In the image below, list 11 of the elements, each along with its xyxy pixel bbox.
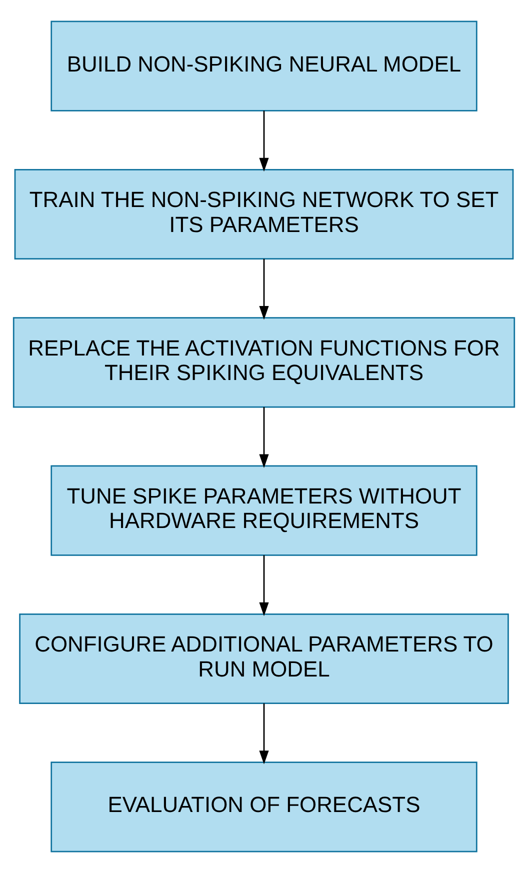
- arrow: [259, 406, 269, 468]
- node-box: EVALUATION OF FORECASTS: [50, 761, 478, 852]
- arrow: [259, 110, 269, 172]
- node-box: BUILD NON-SPIKING NEURAL MODEL: [50, 20, 478, 111]
- node-box: TRAIN THE NON-SPIKING NETWORK TO SET ITS PARAMETERS: [14, 168, 514, 260]
- arrow: [259, 554, 269, 616]
- node-box: REPLACE THE ACTIVATION FUNCTIONS FOR THEIR SPIKING EQUIVALENTS: [12, 316, 516, 408]
- node-box: CONFIGURE ADDITIONAL PARAMETERS TO RUN MODEL: [19, 612, 509, 704]
- arrow: [259, 258, 269, 320]
- arrow: [259, 702, 269, 764]
- node-box: TUNE SPIKE PARAMETERS WITHOUT HARDWARE REQUIREMENTS: [50, 464, 478, 556]
